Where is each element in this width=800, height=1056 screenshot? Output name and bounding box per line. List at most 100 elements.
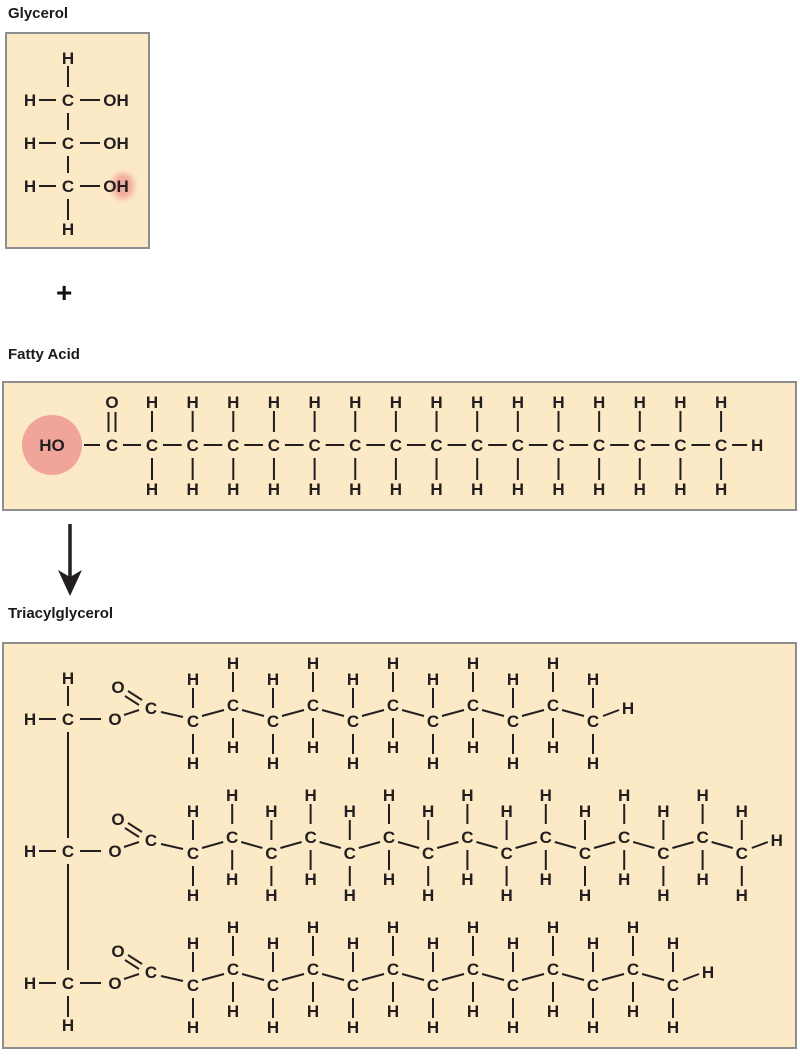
bond bbox=[602, 709, 620, 717]
bond bbox=[127, 690, 143, 701]
atom-hydrogen: H bbox=[471, 480, 483, 499]
atom-hydrogen: H bbox=[507, 1018, 519, 1037]
atom-hydrogen: H bbox=[265, 886, 277, 905]
atom-carbon: C bbox=[145, 963, 157, 982]
atom-hydrogen: H bbox=[62, 669, 74, 688]
atom-oxygen: O bbox=[105, 393, 118, 412]
atom-hydrogen: H bbox=[593, 480, 605, 499]
atom-hydrogen: H bbox=[267, 670, 279, 689]
atom-hydrogen: H bbox=[349, 480, 361, 499]
atom-hydrogen: H bbox=[387, 654, 399, 673]
atom-hydrogen: H bbox=[24, 177, 36, 196]
atom-carbon: C bbox=[62, 134, 74, 153]
bond bbox=[593, 841, 616, 849]
atom-hydrogen: H bbox=[267, 1018, 279, 1037]
atom-hydrogen: H bbox=[265, 802, 277, 821]
atom-hydrogen: H bbox=[674, 393, 686, 412]
atom-hydrogen: H bbox=[467, 654, 479, 673]
atom-hydrogen: H bbox=[430, 480, 442, 499]
atom-hydrogen: H bbox=[307, 918, 319, 937]
atom-hydrogen: H bbox=[552, 480, 564, 499]
bond bbox=[160, 975, 184, 982]
atom-hydrogen: H bbox=[736, 802, 748, 821]
atom-carbon: C bbox=[387, 696, 399, 715]
atom-carbon: C bbox=[347, 976, 359, 995]
atom-carbon: C bbox=[430, 436, 442, 455]
atom-carbon: C bbox=[696, 828, 708, 847]
atom-hydrogen: H bbox=[390, 480, 402, 499]
atom-hydrogen: H bbox=[227, 480, 239, 499]
bond bbox=[751, 841, 769, 849]
atom-hydrogen: H bbox=[512, 480, 524, 499]
atom-carbon: C bbox=[657, 844, 669, 863]
bond bbox=[441, 973, 465, 981]
atom-carbon: C bbox=[507, 712, 519, 731]
atom-hydrogen: H bbox=[347, 754, 359, 773]
atom-hydrogen: H bbox=[24, 91, 36, 110]
atom-hydrogen: H bbox=[187, 1018, 199, 1037]
atom-hydrogen: H bbox=[227, 1002, 239, 1021]
atom-hydrogen: H bbox=[268, 480, 280, 499]
atom-carbon: C bbox=[547, 696, 559, 715]
atom-carbon: C bbox=[461, 828, 473, 847]
atom-carbon: C bbox=[267, 712, 279, 731]
atom-carbon: C bbox=[145, 831, 157, 850]
atom-hydrogen: H bbox=[383, 786, 395, 805]
atom-carbon: C bbox=[383, 828, 395, 847]
atom-hydrogen: H bbox=[422, 886, 434, 905]
bond bbox=[521, 973, 545, 981]
atom-hydrogen: H bbox=[308, 480, 320, 499]
atom-oxygen: O bbox=[111, 810, 124, 829]
atom-hydrogen: H bbox=[674, 480, 686, 499]
atom-hydrogen: H bbox=[187, 393, 199, 412]
bond bbox=[601, 973, 625, 981]
atom-hydrogen: H bbox=[187, 480, 199, 499]
atom-hydrogen: H bbox=[146, 393, 158, 412]
bond bbox=[481, 709, 505, 717]
atom-carbon: C bbox=[593, 436, 605, 455]
atom-carbon: C bbox=[579, 844, 591, 863]
bond bbox=[401, 973, 425, 981]
atom-hydrogen: H bbox=[507, 934, 519, 953]
atom-hydrogen: H bbox=[227, 738, 239, 757]
atom-hydrogen: H bbox=[471, 393, 483, 412]
atom-carbon: C bbox=[265, 844, 277, 863]
atom-carbon: C bbox=[187, 436, 199, 455]
atom-hydrogen: H bbox=[667, 934, 679, 953]
bond bbox=[561, 973, 585, 981]
bond bbox=[123, 709, 140, 716]
atom-hydrogen: H bbox=[771, 831, 783, 850]
atom-hydrogen: H bbox=[702, 963, 714, 982]
atom-hydrogen: H bbox=[579, 802, 591, 821]
atom-hydrogen: H bbox=[618, 786, 630, 805]
atom-carbon: C bbox=[634, 436, 646, 455]
atom-hydrogen: H bbox=[667, 1018, 679, 1037]
atom-hydrogen: H bbox=[736, 886, 748, 905]
hydroxyl-highlight bbox=[112, 173, 134, 199]
atom-hydrogen: H bbox=[226, 870, 238, 889]
bond bbox=[358, 841, 381, 849]
bond bbox=[160, 843, 184, 850]
atom-hydrogen: H bbox=[461, 870, 473, 889]
bond bbox=[319, 841, 342, 849]
atom-hydrogen: H bbox=[540, 870, 552, 889]
atom-carbon: C bbox=[307, 696, 319, 715]
glycerol-box bbox=[5, 32, 150, 249]
atom-carbon: C bbox=[427, 976, 439, 995]
atom-hydrogen: H bbox=[587, 670, 599, 689]
bond bbox=[521, 709, 545, 717]
atom-hydrogen: H bbox=[383, 870, 395, 889]
atom-carbon: C bbox=[62, 842, 74, 861]
hydroxide-highlight-circle bbox=[22, 415, 82, 475]
atom-hydrogen: H bbox=[657, 886, 669, 905]
atom-oxygen: O bbox=[108, 974, 121, 993]
atom-hydrogen: H bbox=[227, 654, 239, 673]
atom-hydrogen: H bbox=[540, 786, 552, 805]
atom-carbon: C bbox=[467, 960, 479, 979]
atom-hydrogen: H bbox=[715, 480, 727, 499]
atom-hydrogen: H bbox=[24, 974, 36, 993]
atom-hydroxyl: OH bbox=[103, 134, 129, 153]
bond bbox=[672, 841, 694, 849]
atom-hydroxyl: OH bbox=[103, 91, 129, 110]
